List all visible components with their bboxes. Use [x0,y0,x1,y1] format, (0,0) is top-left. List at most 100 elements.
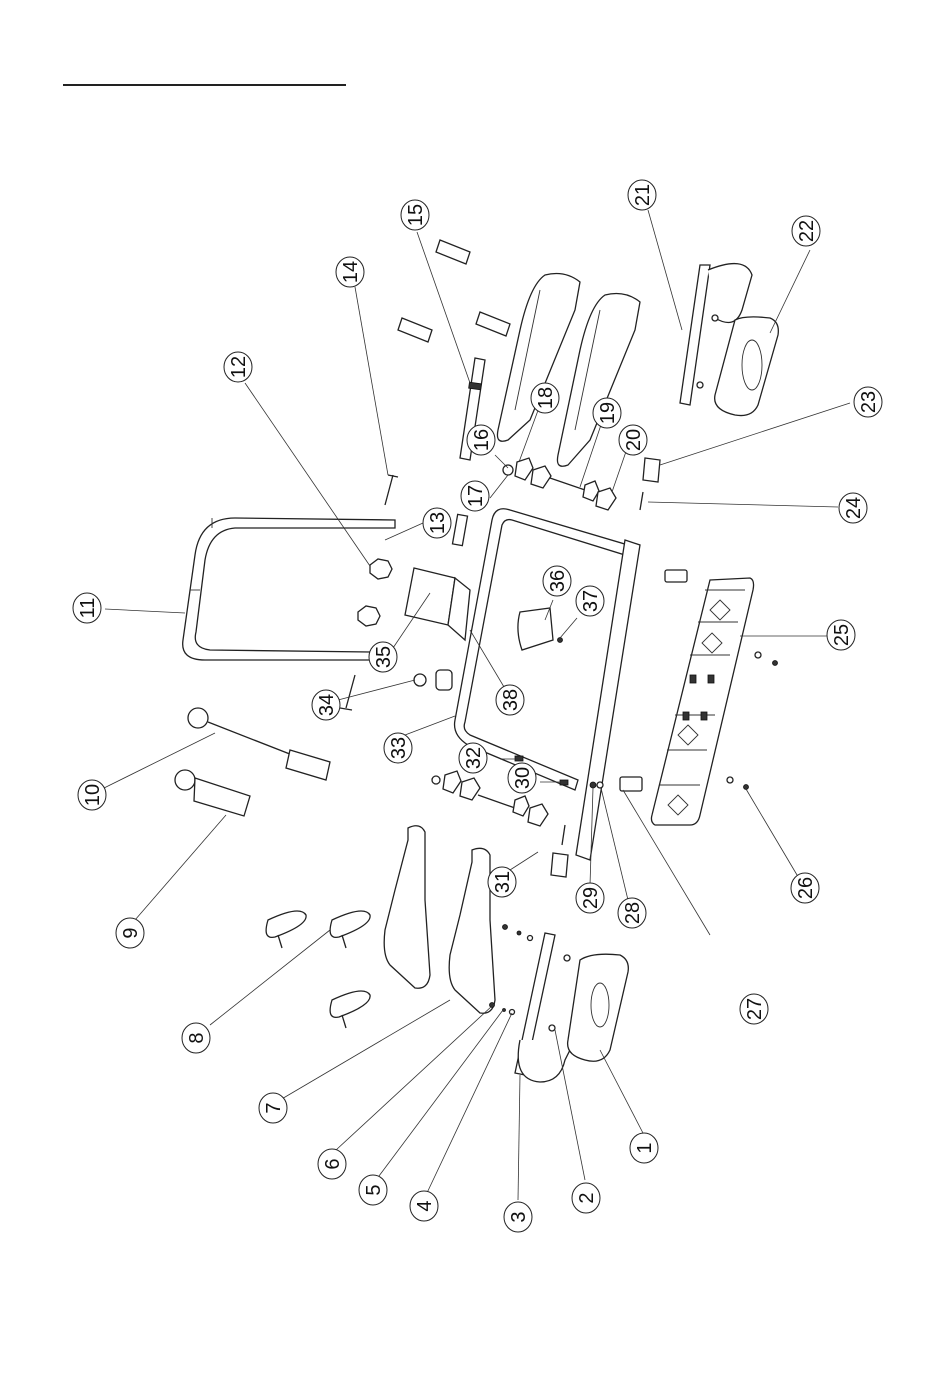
callout-label: 3 [508,1211,530,1222]
leader-16 [495,455,508,468]
part-pedal-arm-lower-a [384,826,430,988]
part-end-cap-c [476,312,510,336]
part-main-frame [455,509,640,860]
callout-16: 16 [467,425,495,455]
part-hardware-4-5-6 [490,925,533,1015]
callout-20: 20 [619,425,647,455]
callout-label: 34 [316,694,338,716]
part-knob-upper [370,559,392,579]
part-pedal-arm-lower-b [449,848,495,1013]
leader-6 [336,1006,492,1150]
leader-22 [770,250,810,333]
callout-label: 21 [632,184,654,206]
leader-3 [518,1075,520,1200]
part-foot-bracket-lower [515,933,575,1082]
callout-10: 10 [78,780,106,810]
part-clamp-rod-10 [188,708,330,780]
callout-5: 5 [359,1175,387,1205]
callout-label: 22 [796,220,818,242]
callout-label: 27 [744,998,766,1020]
leader-26 [746,789,800,880]
part-clamp-9 [175,770,250,816]
part-latch-lower [551,825,568,877]
callout-11: 11 [73,593,101,623]
callout-label: 19 [597,402,619,424]
callout-label: 14 [340,261,362,283]
callout-7: 7 [259,1093,287,1123]
callout-27: 27 [740,994,768,1024]
part-screw-37 [558,638,563,643]
callout-38: 38 [496,685,524,715]
callout-28: 28 [618,898,646,928]
callout-19: 19 [593,398,621,428]
callout-25: 25 [827,620,855,650]
callout-label: 13 [427,512,449,534]
leader-7 [280,1000,450,1100]
part-bolt-lower [340,675,355,710]
callout-label: 29 [580,887,602,909]
callout-2: 2 [572,1183,600,1213]
leader-9 [135,815,226,920]
part-foot-pad-upper [715,317,779,416]
callout-label: 37 [580,590,602,612]
callout-label: 30 [512,767,534,789]
callout-3: 3 [504,1202,532,1232]
leader-37 [560,618,577,638]
leader-4 [426,1013,512,1195]
callout-30: 30 [508,763,536,793]
callout-label: 18 [535,387,557,409]
callout-34: 34 [312,690,340,720]
callout-label: 16 [471,429,493,451]
leader-24 [648,502,838,507]
callout-8: 8 [182,1023,210,1053]
part-latch-upper [643,458,660,482]
leader-12 [245,383,370,566]
callout-label: 15 [405,204,427,226]
callout-label: 6 [322,1158,344,1169]
callout-label: 36 [547,570,569,592]
part-strap-a [266,911,306,948]
callout-24: 24 [839,493,867,523]
leader-34 [338,680,415,700]
part-handle-bar [183,518,395,660]
callout-label: 12 [228,356,250,378]
callout-label: 24 [843,497,865,519]
callout-15: 15 [401,200,429,230]
part-platform-hardware [727,652,778,790]
leader-8 [210,930,330,1025]
part-bolt-14 [385,475,398,505]
callout-37: 37 [576,586,604,616]
part-end-plug-27 [620,777,642,791]
leader-28 [601,788,628,900]
callout-32: 32 [459,743,487,773]
callout-35: 35 [369,642,397,672]
leader-1 [600,1050,644,1135]
callout-label: 9 [120,927,142,938]
part-control-box [405,568,470,640]
parts-layer [175,240,778,1082]
callout-label: 8 [186,1032,208,1043]
callout-label: 25 [831,624,853,646]
part-pad-block-36 [518,608,553,650]
callout-17: 17 [461,481,489,511]
callout-4: 4 [410,1191,438,1221]
part-strap-b [330,911,370,948]
leader-33 [405,716,455,735]
callout-21: 21 [628,180,656,210]
part-knob-lower [358,606,380,626]
callout-label: 28 [622,902,644,924]
leader-31 [510,852,538,870]
callout-label: 23 [858,391,880,413]
callout-label: 2 [576,1192,598,1203]
part-strap-c [330,991,370,1028]
callout-18: 18 [531,383,559,413]
callout-label: 35 [373,646,395,668]
leader-17 [490,475,508,498]
part-end-plug-upper [665,570,687,582]
callout-label: 7 [263,1102,285,1113]
leader-11 [105,609,185,613]
part-foot-pad-lower [568,954,629,1061]
callout-label: 38 [500,689,522,711]
callout-label: 17 [465,485,487,507]
